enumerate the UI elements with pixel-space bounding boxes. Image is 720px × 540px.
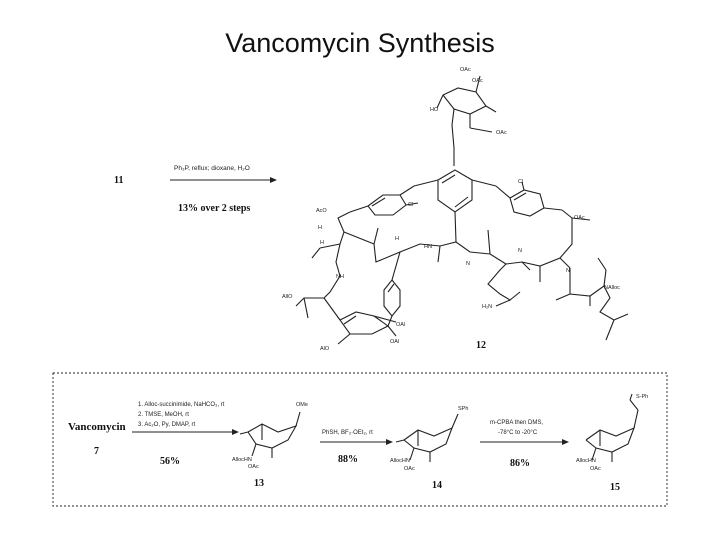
- top-yield: 13% over 2 steps: [178, 203, 250, 214]
- bottom-scheme-box: [52, 372, 668, 507]
- atom-label: N: [466, 261, 470, 267]
- step3-reagents-line-1: m-CPBA then DMS,: [490, 420, 543, 426]
- step3-reagents-line-2: -78°C to -20°C: [498, 430, 538, 436]
- product-12-label: 12: [476, 340, 486, 351]
- leucine-side-chain: [555, 257, 629, 341]
- atom-label: N: [566, 268, 570, 274]
- step3-yield: 86%: [510, 458, 530, 469]
- cmpd15-substituent-oac: OAc: [590, 466, 601, 472]
- atom-label: AllO: [282, 294, 293, 300]
- atom-label: H: [395, 236, 399, 242]
- atom-label: HO: [430, 107, 439, 113]
- cmpd15-substituent-nhalloc: AllocHN: [576, 458, 596, 464]
- compound-13-structure: [239, 411, 301, 458]
- atom-label: AlO: [320, 346, 330, 352]
- atom-label: NH: [336, 274, 344, 280]
- atom-label: OAl: [396, 322, 405, 328]
- compound-14-structure: [395, 413, 459, 462]
- atom-label: AcO: [316, 208, 327, 214]
- atom-label: NAlloc: [604, 285, 620, 291]
- biaryl-ring-right: [383, 251, 401, 327]
- vancomycin-label: Vancomycin: [68, 421, 126, 433]
- start-compound-label: 11: [114, 175, 123, 186]
- cmpd15-substituent-sph: S-Ph: [636, 394, 648, 400]
- left-aryl-ring: [349, 185, 419, 216]
- central-aryl-ring: [413, 169, 497, 243]
- atom-label: OAc: [574, 215, 585, 221]
- compound-14-label: 14: [432, 480, 442, 491]
- compound-15-structure: [585, 393, 639, 462]
- right-aryl-ring: [495, 181, 573, 219]
- step1-reagent-line-1: 1. Alloc-succinimide, NaHCO₃, rt: [138, 402, 225, 408]
- atom-label: H: [318, 225, 322, 231]
- cmpd13-substituent-oac: OAc: [248, 464, 259, 470]
- atom-label: Cl: [518, 179, 523, 185]
- atom-label: OAl: [390, 339, 399, 345]
- compound-13-label: 13: [254, 478, 264, 489]
- step2-reagents: PhSH, BF₃·OEt₂, rt: [322, 430, 373, 436]
- macrocycle-backbone: [323, 211, 591, 299]
- cmpd13-substituent-nhalloc: AllocHN: [232, 457, 252, 463]
- step2-yield: 88%: [338, 454, 358, 465]
- c-terminus-ester: [295, 243, 341, 319]
- cmpd14-substituent-sph: SPh: [458, 406, 468, 412]
- compound-15-label: 15: [610, 482, 620, 493]
- slide-title: Vancomycin Synthesis: [225, 28, 495, 58]
- compound-7-label: 7: [94, 446, 99, 457]
- sugar-chair-ring: [436, 75, 497, 166]
- step1-yield: 56%: [160, 456, 180, 467]
- atom-label: H₂N: [482, 304, 492, 310]
- cmpd14-substituent-nhalloc: AllocHN: [390, 458, 410, 464]
- cmpd14-substituent-oac: OAc: [404, 466, 415, 472]
- step1-reagent-line-3: 3. Ac₂O, Py, DMAP, rt: [138, 422, 195, 428]
- atom-label: OAc: [460, 67, 471, 73]
- atom-label: HN: [424, 244, 432, 250]
- cmpd13-substituent-ome: OMe: [296, 402, 308, 408]
- asparagine-side-chain: [487, 261, 531, 307]
- molecule-12-atom-labels: OAc OAc HO OAc Cl Cl AcO OAc H H HN N NH…: [282, 67, 620, 352]
- top-reagents: Ph₃P, reflux; dioxane, H₂O: [174, 165, 250, 172]
- atom-label: OAc: [496, 130, 507, 136]
- atom-label: N: [518, 248, 522, 254]
- atom-label: H: [320, 240, 324, 246]
- atom-label: Cl: [408, 202, 413, 208]
- step1-reagent-line-2: 2. TMSE, MeOH, rt: [138, 412, 189, 418]
- atom-label: OAc: [472, 78, 483, 84]
- biaryl-ring-left: [323, 297, 397, 345]
